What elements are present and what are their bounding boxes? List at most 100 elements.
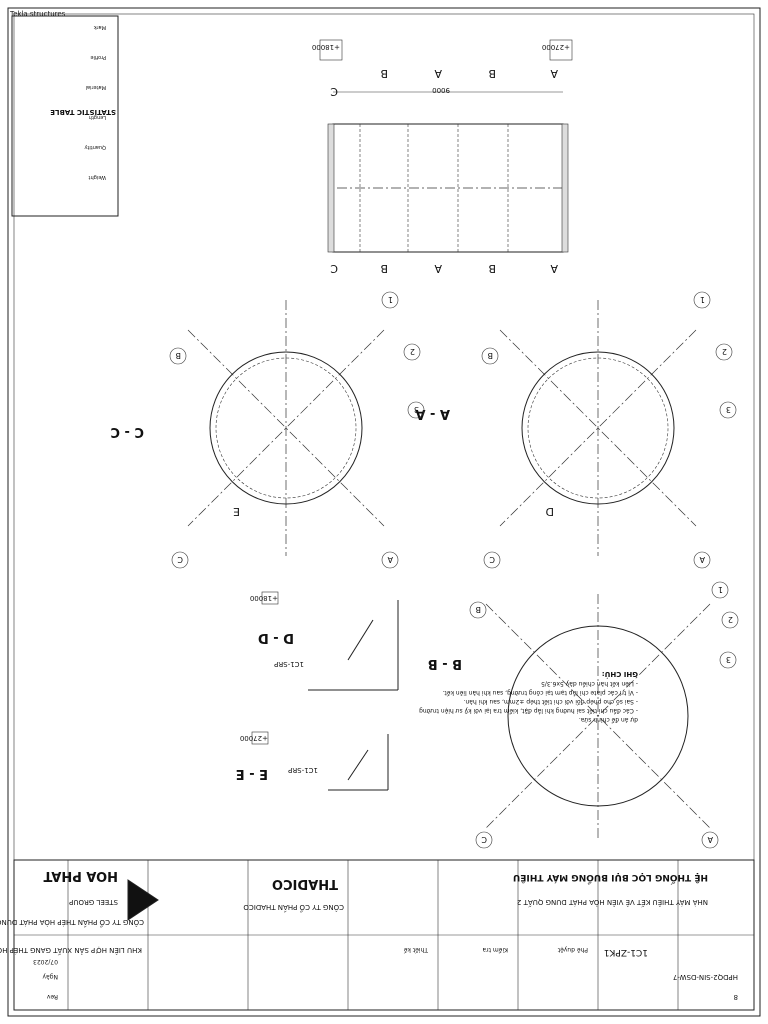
- section-e-title: E - E: [236, 766, 268, 781]
- grid-bubble: [469, 601, 487, 619]
- elevation-level-top: +27000: [542, 43, 570, 51]
- level-top-box: [549, 39, 573, 61]
- grid-bubble-label: 1: [388, 295, 393, 304]
- elev-section-mark-1: A: [550, 67, 558, 80]
- grid-bubble: [481, 347, 499, 365]
- date-value: 07/2023: [33, 958, 58, 965]
- grid-bubble-label: A: [707, 835, 713, 844]
- drawing-title: HỆ THỐNG LỌC BỤI BUỒNG MÁY THIÊU: [513, 872, 708, 885]
- outer-border: [7, 7, 761, 1017]
- date-label: Ngày: [42, 973, 58, 980]
- grid-bubble-label: C: [481, 835, 487, 844]
- grid-bubble-label: C: [177, 555, 183, 564]
- stat-col-header: Weight: [89, 174, 106, 180]
- detail-e-e: +27000 1C1-SRP E - E: [236, 731, 389, 791]
- elev-section-mark-5: C: [330, 85, 338, 98]
- section-d-title: D - D: [258, 630, 294, 645]
- elev-section-mark-4: B: [380, 67, 388, 80]
- grid-bubble: [701, 831, 719, 849]
- grid-bubble-label: 2: [722, 347, 727, 356]
- detail-d-note: 1C1-SRP: [274, 660, 304, 668]
- grid-bubble-label: 1: [718, 585, 723, 594]
- design-label: Thiết kế: [403, 946, 429, 953]
- stat-col-header: Material: [86, 84, 106, 90]
- grid-bubble-label: 2: [410, 347, 415, 356]
- grid-bubble-label: A: [699, 555, 705, 564]
- section-c-callout-e: E: [233, 505, 240, 518]
- d-level-box: [261, 591, 279, 605]
- hoa-phat-logo-icon: [127, 879, 159, 921]
- section-a-callout-d: D: [546, 505, 554, 518]
- elev-section-mark-8: A: [434, 262, 442, 275]
- elevation-level-bottom: +18000: [312, 43, 340, 51]
- drawing-number: HPDQ2-SIN-DSW-7: [673, 973, 738, 981]
- grid-bubble-label: B: [488, 351, 494, 360]
- section-c-c: C - C E: [110, 300, 385, 556]
- notes-line: - Sai số cho phép đối với chi tiết thép …: [463, 698, 638, 705]
- elev-section-mark-9: B: [380, 262, 388, 275]
- detail-d-d: +18000 1C1-SRP D - D: [250, 591, 399, 691]
- grid-bubble-label: 3: [726, 655, 731, 664]
- stat-col-header: Length: [89, 114, 106, 120]
- shell-cap-right: [327, 123, 335, 253]
- grid-bubble: [719, 401, 737, 419]
- revision-label: Rev: [46, 993, 58, 1000]
- inner-border: [13, 13, 755, 1011]
- stat-col-header: Mark: [94, 24, 106, 30]
- general-notes: GHI CHÚ:- Liên kết hàn chiều dày 5x6.3/5…: [419, 670, 638, 723]
- section-b-b: B - B: [428, 594, 711, 840]
- company-sub: STEEL GROUP: [69, 898, 118, 906]
- e-level-box: [251, 731, 269, 745]
- statistic-table: STATISTIC TABLE MarkProfileMaterialLengt…: [11, 15, 119, 217]
- detail-e-note: 1C1-SRP: [288, 766, 318, 774]
- sheet-number: 8: [734, 993, 738, 1001]
- title-block: HOA PHAT STEEL GROUP CÔNG TY CỔ PHẦN THÉ…: [0, 859, 755, 1011]
- section-a-a: A - A D: [415, 300, 697, 556]
- work-item: NHÀ MÁY THIÊU KẾT VÊ VIÊN HÒA PHÁT DUNG …: [517, 898, 708, 908]
- elevation-view: 9000 +27000 +18000 A B A B C A B A B C: [312, 39, 573, 275]
- elev-section-mark-3: A: [434, 67, 442, 80]
- grid-bubble: [693, 291, 711, 309]
- project-title: KHU LIÊN HỢP SẢN XUẤT GANG THÉP HÒA PHÁT…: [0, 946, 142, 956]
- grid-bubble: [475, 831, 493, 849]
- section-b-title: B - B: [428, 656, 462, 671]
- grid-bubble-label: B: [176, 351, 182, 360]
- elev-section-mark-6: A: [550, 262, 558, 275]
- stat-col-header: Quantity: [84, 144, 106, 150]
- stat-col-header: Profile: [90, 54, 106, 60]
- notes-title: GHI CHÚ:: [602, 670, 638, 679]
- elev-section-mark-2: B: [488, 67, 496, 80]
- grid-bubble: [171, 551, 189, 569]
- detail-e-level: +27000: [240, 734, 268, 742]
- grid-bubble: [693, 551, 711, 569]
- grid-bubble: [721, 611, 739, 629]
- grid-bubble: [381, 291, 399, 309]
- drawing-code: 1C1-ZPK1: [604, 947, 648, 957]
- grid-bubble: [381, 551, 399, 569]
- grid-bubble: [711, 581, 729, 599]
- approve-label: Phê duyệt: [557, 946, 588, 953]
- grid-bubble: [483, 551, 501, 569]
- grid-bubble: [407, 401, 425, 419]
- elev-section-mark-10: C: [330, 262, 338, 275]
- contractor-name: THADICO: [272, 876, 338, 891]
- grid-bubble: [169, 347, 187, 365]
- notes-line: - Liên kết hàn chiều dày 5x6.3/5: [541, 680, 638, 688]
- grid-bubble: [403, 343, 421, 361]
- contractor-sub: CÔNG TY CỔ PHẦN THADICO: [243, 903, 344, 913]
- grid-bubble-label: 3: [414, 405, 419, 414]
- grid-bubble-label: A: [387, 555, 393, 564]
- notes-line: - Các đầu chi tiết sai hướng khi lắp đặt…: [419, 707, 638, 715]
- grid-bubble-label: 2: [728, 615, 733, 624]
- grid-bubble-label: 1: [700, 295, 705, 304]
- notes-line: dự án để chỉnh sửa.: [579, 716, 638, 723]
- level-bottom-box: [319, 39, 343, 61]
- grid-bubble-label: B: [476, 605, 482, 614]
- shell-cap-left: [561, 123, 569, 253]
- company-name: HOA PHAT: [43, 868, 118, 883]
- grid-bubble: [719, 651, 737, 669]
- section-a-title: A - A: [415, 406, 450, 421]
